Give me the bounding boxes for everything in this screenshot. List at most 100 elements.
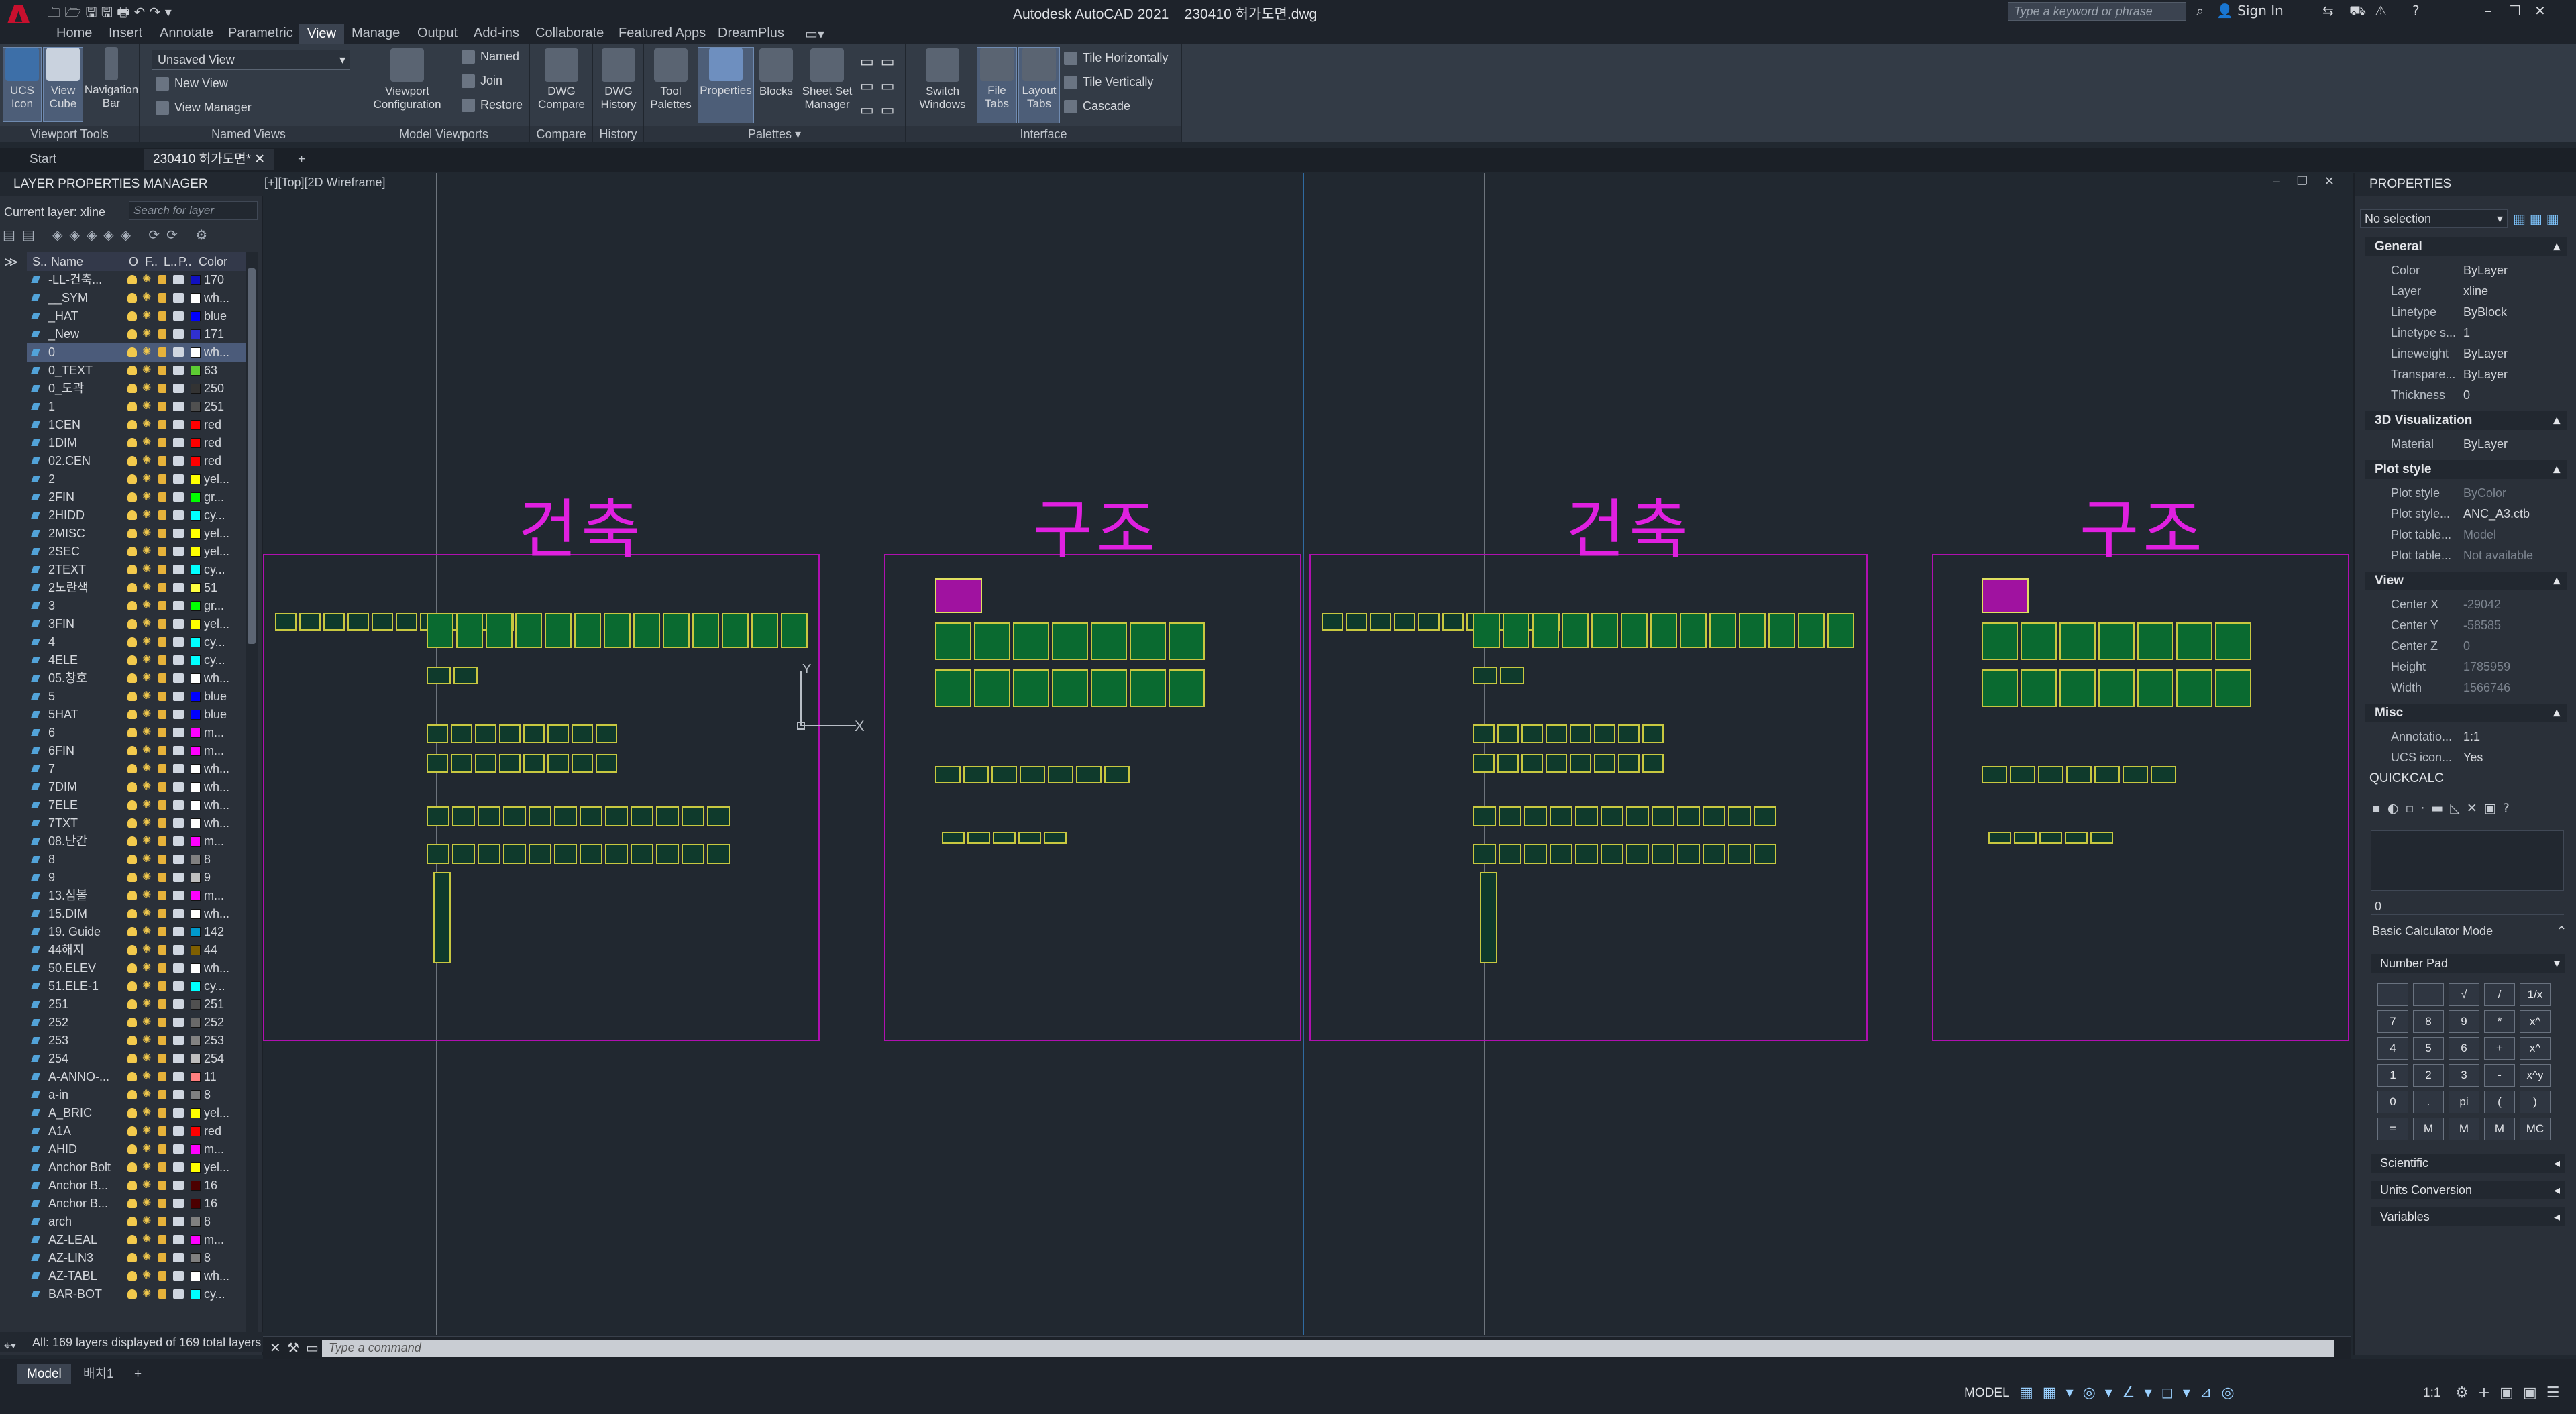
tab-drawing[interactable]: 230410 허가도면* ✕ [144,149,275,170]
layer-name[interactable]: 1DIM [48,436,78,449]
layer-color[interactable]: wh... [204,345,230,359]
calc-key[interactable]: . [2413,1091,2444,1113]
bulb-icon[interactable] [127,873,137,882]
viewport-configuration-button[interactable]: Viewport Configuration [364,48,451,123]
bulb-icon[interactable] [127,565,137,574]
layer-name[interactable]: Anchor B... [48,1197,109,1210]
lock-icon[interactable] [158,1289,166,1299]
lock-icon[interactable] [158,438,166,447]
property-value[interactable]: ByLayer [2463,368,2508,381]
sun-icon[interactable]: ✺ [142,745,152,756]
layer-color[interactable]: 44 [204,943,218,957]
calc-key[interactable]: M [2449,1118,2479,1140]
lock-icon[interactable] [158,764,166,773]
layer-color[interactable]: red [204,436,222,449]
bulb-icon[interactable] [127,1162,137,1172]
printer-icon[interactable] [173,963,184,973]
lock-icon[interactable] [158,891,166,900]
color-swatch[interactable] [191,1108,201,1118]
calc-key[interactable]: 3 [2449,1064,2479,1087]
tab-start[interactable]: Start [30,152,57,166]
printer-icon[interactable] [173,275,184,284]
layer-color[interactable]: 254 [204,1052,225,1065]
viewport-splitter[interactable] [1303,173,1304,1335]
bulb-icon[interactable] [127,366,137,375]
printer-icon[interactable] [173,1126,184,1136]
layer-color[interactable]: yel... [204,527,230,540]
new-tab-button[interactable]: + [298,152,306,166]
color-swatch[interactable] [191,366,201,376]
status-right-icons[interactable]: ⚙+▣▣☰ [2455,1384,2569,1401]
lock-icon[interactable] [158,510,166,520]
layer-row[interactable]: 1 ✺ 251 [27,398,246,416]
layer-color[interactable]: yel... [204,545,230,558]
tab-featured-apps[interactable]: Featured Apps [619,25,706,40]
sun-icon[interactable]: ✺ [142,998,152,1010]
layer-color[interactable]: 8 [204,1088,211,1101]
layer-name[interactable]: 8 [48,853,56,866]
sun-icon[interactable]: ✺ [142,817,152,828]
layer-color[interactable]: m... [204,1233,224,1246]
palette-small-icons[interactable]: ▭▭▭▭▭▭ [860,53,902,118]
layer-color[interactable]: cy... [204,1287,225,1301]
command-input[interactable]: Type a command [322,1340,2334,1357]
layer-name[interactable]: __SYM [48,291,89,305]
property-value[interactable]: -58585 [2463,618,2502,632]
sun-icon[interactable]: ✺ [142,563,152,575]
layer-name[interactable]: 02.CEN [48,454,91,468]
layer-row[interactable]: A1A ✺ red [27,1122,246,1140]
printer-icon[interactable] [173,347,184,357]
lock-icon[interactable] [158,855,166,864]
sun-icon[interactable]: ✺ [142,1161,152,1173]
bulb-icon[interactable] [127,710,137,719]
printer-icon[interactable] [173,1217,184,1226]
col-color[interactable]: Color [199,255,228,268]
property-value[interactable]: ByColor [2463,486,2507,500]
lock-icon[interactable] [158,909,166,918]
sun-icon[interactable]: ✺ [142,1197,152,1209]
layer-color[interactable]: wh... [204,961,230,975]
bulb-icon[interactable] [127,601,137,610]
color-swatch[interactable] [191,673,201,684]
layer-color[interactable]: 11 [204,1070,217,1083]
sun-icon[interactable]: ✺ [142,1034,152,1046]
layer-color[interactable]: 16 [204,1197,218,1210]
printer-icon[interactable] [173,366,184,375]
bulb-icon[interactable] [127,420,137,429]
color-swatch[interactable] [191,529,201,539]
sun-icon[interactable]: ✺ [142,400,152,412]
command-history-icon[interactable]: ▭ [306,1341,319,1356]
quickcalc-section[interactable]: Scientific◂ [2371,1154,2565,1173]
layer-color[interactable]: m... [204,726,224,739]
layer-color[interactable]: red [204,418,222,431]
property-section[interactable]: 3D Visualization▴ [2365,411,2567,430]
sun-icon[interactable]: ✺ [142,1179,152,1191]
layer-name[interactable]: -LL-건축... [48,273,103,286]
lock-icon[interactable] [158,402,166,411]
layer-name[interactable]: 5 [48,690,56,703]
signin-button[interactable]: 👤 Sign In [2216,3,2284,19]
layer-row[interactable]: 50.ELEV ✺ wh... [27,959,246,977]
color-swatch[interactable] [191,293,201,303]
calc-key[interactable]: + [2484,1037,2515,1060]
property-value[interactable]: -29042 [2463,598,2502,611]
color-swatch[interactable] [191,1144,201,1154]
layer-row[interactable]: 2 ✺ yel... [27,470,246,488]
new-view-button[interactable]: New View [156,76,228,91]
layer-color[interactable]: red [204,454,222,468]
layer-color[interactable]: blue [204,708,227,721]
sun-icon[interactable]: ✺ [142,527,152,539]
bulb-icon[interactable] [127,438,137,447]
sun-icon[interactable]: ✺ [142,944,152,955]
printer-icon[interactable] [173,1181,184,1190]
printer-icon[interactable] [173,1036,184,1045]
layer-name[interactable]: a-in [48,1088,69,1101]
printer-icon[interactable] [173,1253,184,1262]
calc-key[interactable]: 0 [2377,1091,2408,1113]
layer-row[interactable]: 1CEN ✺ red [27,416,246,434]
layer-color[interactable]: cy... [204,653,225,667]
sun-icon[interactable]: ✺ [142,962,152,973]
sun-icon[interactable]: ✺ [142,437,152,448]
